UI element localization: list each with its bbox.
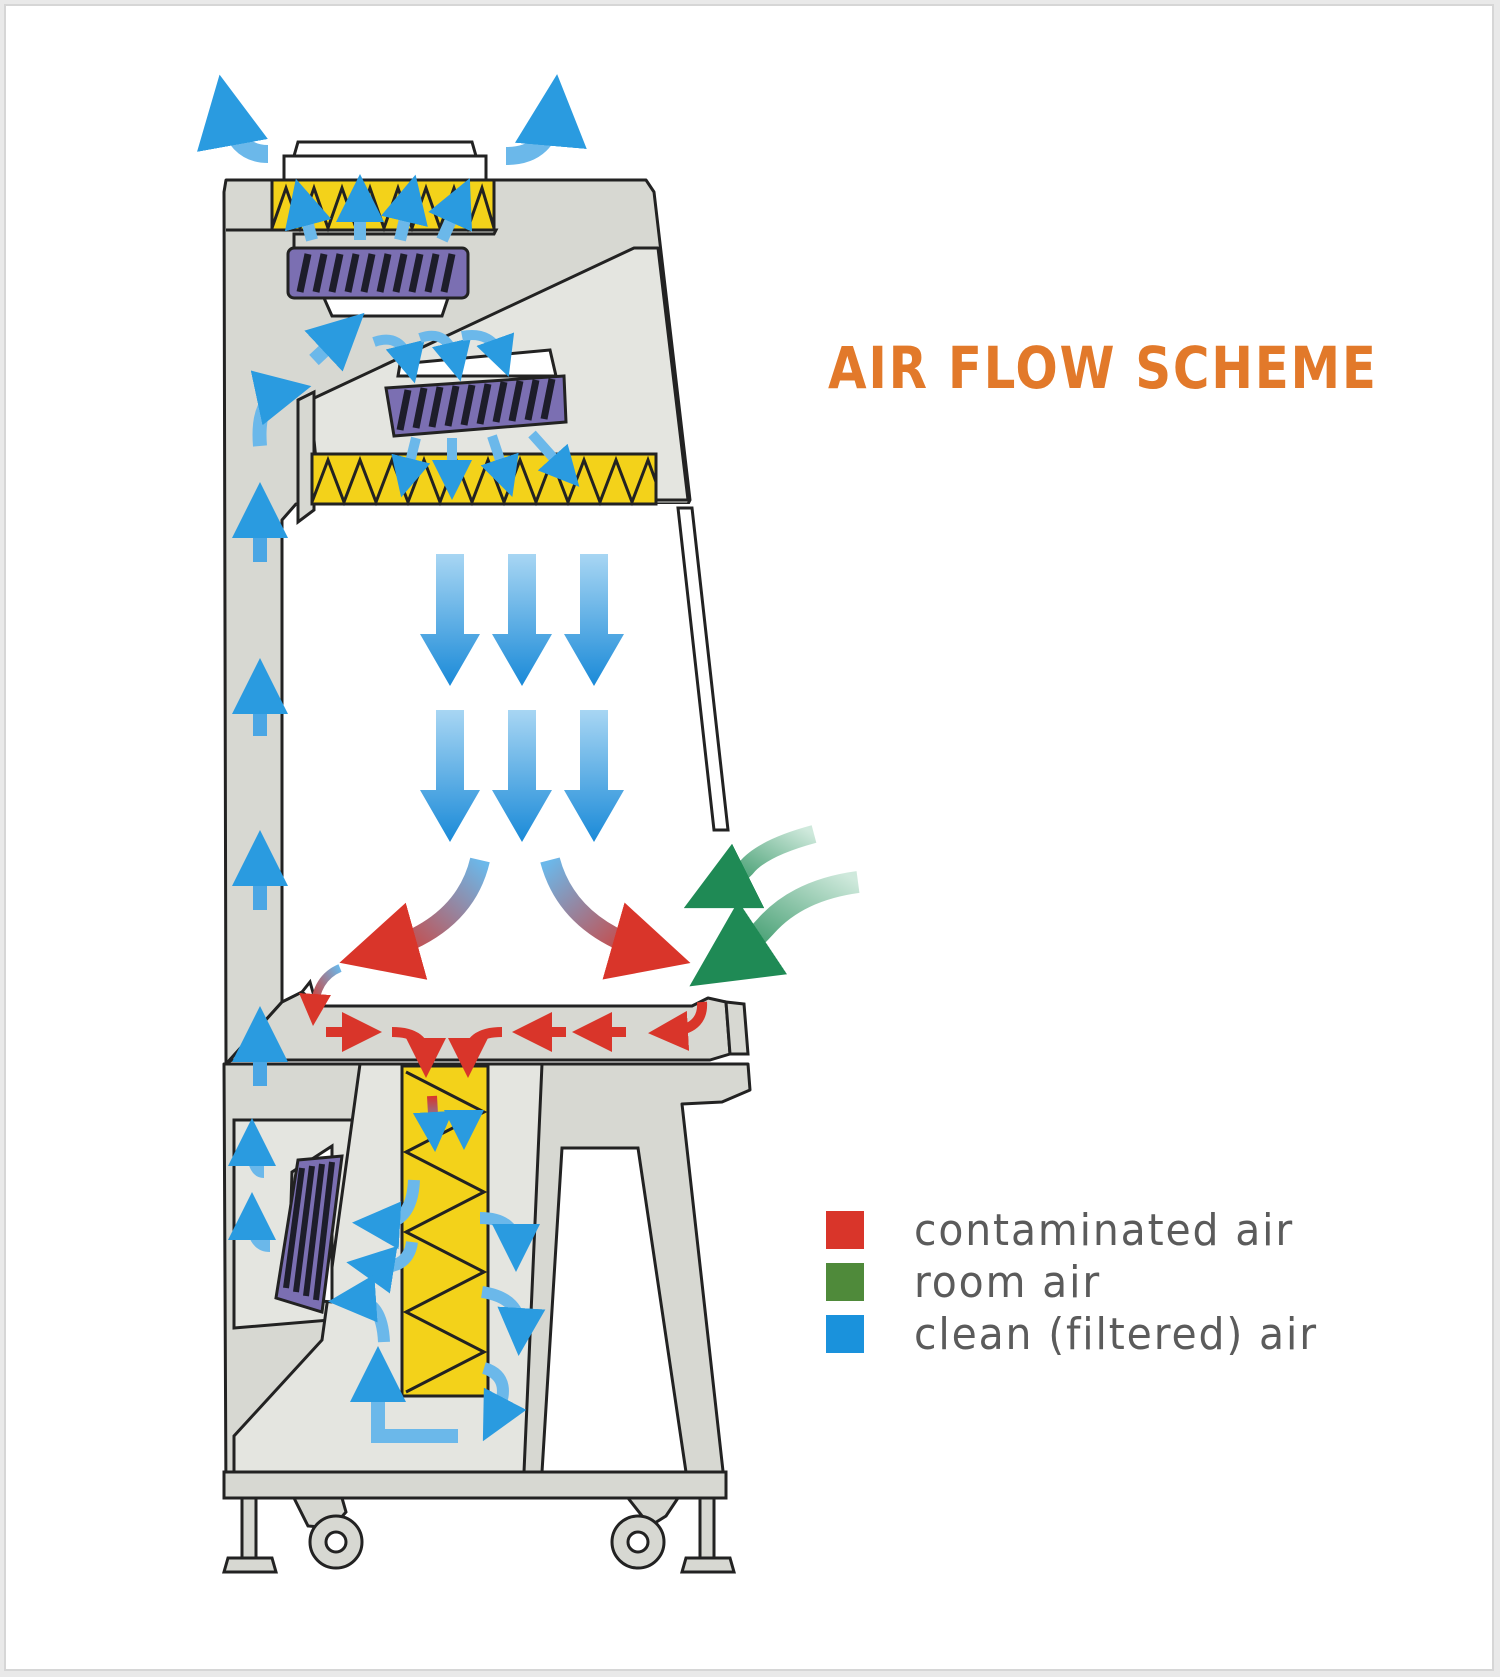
biosafety-cabinet-diagram [197, 74, 860, 1574]
legend-label-clean: clean (filtered) air [914, 1308, 1318, 1360]
mixed-air-arrows [299, 857, 691, 1152]
legend-swatch-room [826, 1263, 864, 1301]
legend: contaminated air room air clean (filtere… [826, 1204, 1348, 1360]
work-surface [226, 978, 750, 1064]
exhaust-hepa-filter [400, 1064, 490, 1398]
legend-item-room: room air [826, 1256, 1348, 1308]
legend-swatch-contaminated [826, 1211, 864, 1249]
sash-glass [676, 506, 730, 832]
diagram-card: AIR FLOW SCHEME contaminated air room ai… [4, 4, 1494, 1671]
stand-blower-fan [274, 1143, 344, 1314]
downflow-arrows [420, 554, 624, 842]
downflow-hepa-filter [310, 452, 658, 507]
room-air-arrows [683, 825, 860, 987]
page-title: AIR FLOW SCHEME [828, 334, 1378, 402]
clean-air-arrows [197, 74, 587, 1443]
exhaust-fan [286, 246, 470, 318]
legend-item-contaminated: contaminated air [826, 1204, 1348, 1256]
legend-label-contaminated: contaminated air [914, 1204, 1295, 1256]
contaminated-air-arrows [326, 1001, 708, 1078]
legend-label-room: room air [914, 1256, 1102, 1308]
legend-swatch-clean [826, 1315, 864, 1353]
cabinet-feet [222, 1496, 736, 1574]
legend-item-clean: clean (filtered) air [826, 1308, 1348, 1360]
caster-wheels [291, 1496, 681, 1570]
